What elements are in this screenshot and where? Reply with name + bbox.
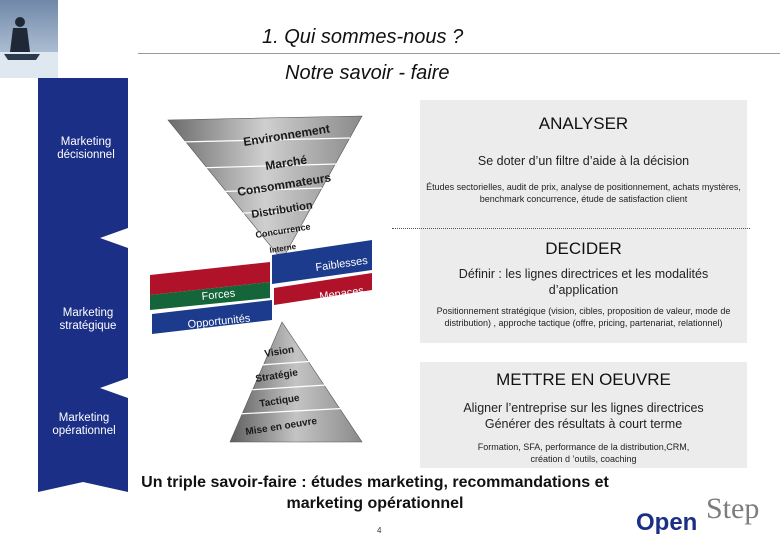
pyramid-label-marche: Marché: [264, 153, 308, 173]
page-number: 4: [377, 526, 382, 535]
oeuvre-line-2: Générer des résultats à court terme: [484, 417, 683, 431]
heading-mettre-en-oeuvre: METTRE EN OEUVRE: [496, 370, 671, 389]
conclusion-text: Un triple savoir-faire : études marketin…: [141, 474, 609, 512]
pyramid-diagram: Environnement Marché Consommateurs Distr…: [150, 115, 372, 443]
analyser-line: Se doter d’un filtre d’aide à la décisio…: [477, 154, 690, 168]
oeuvre-details: Formation, SFA, performance de la distri…: [425, 441, 742, 465]
label-marketing-operationnel: Marketing opérationnel: [52, 412, 116, 437]
page-subtitle: Notre savoir - faire: [285, 62, 450, 84]
heading-analyser: ANALYSER: [538, 114, 629, 133]
label-marketing-decisionnel: Marketing décisionnel: [57, 136, 115, 161]
logo-text-open: Open: [636, 509, 697, 534]
pyramid-label-interne: Interne: [269, 242, 297, 255]
panel-analyser: [420, 100, 747, 228]
oeuvre-detail-1: Formation, SFA, performance de la distri…: [477, 442, 690, 452]
pyramid-label-vision: Vision: [264, 344, 295, 360]
panel-decider: [420, 228, 747, 343]
heading-decider: DECIDER: [545, 239, 622, 258]
oeuvre-line-1: Aligner l’entreprise sur les lignes dire…: [463, 401, 704, 415]
decider-line: Définir : les lignes directrices et les …: [458, 267, 709, 297]
panel-mettre-en-oeuvre: [420, 362, 747, 468]
oeuvre-lines: Aligner l’entreprise sur les lignes dire…: [420, 400, 747, 432]
openstep-logo: Open Step: [636, 492, 759, 534]
page-title: 1. Qui sommes-nous ?: [262, 26, 464, 48]
header-rule: [138, 53, 780, 54]
label-marketing-strategique: Marketing stratégique: [59, 307, 117, 332]
side-arrow: [38, 78, 128, 492]
panel-gap: [402, 350, 750, 362]
oeuvre-detail-2: création d ’outils, coaching: [530, 454, 637, 464]
analyser-detail: Études sectorielles, audit de prix, anal…: [426, 182, 741, 204]
swot-forces: Forces: [201, 287, 236, 303]
dotted-divider: [392, 228, 750, 229]
logo-text-step: Step: [706, 492, 759, 525]
header-photo: [0, 0, 58, 78]
decider-detail: Positionnement stratégique (vision, cibl…: [436, 306, 731, 328]
